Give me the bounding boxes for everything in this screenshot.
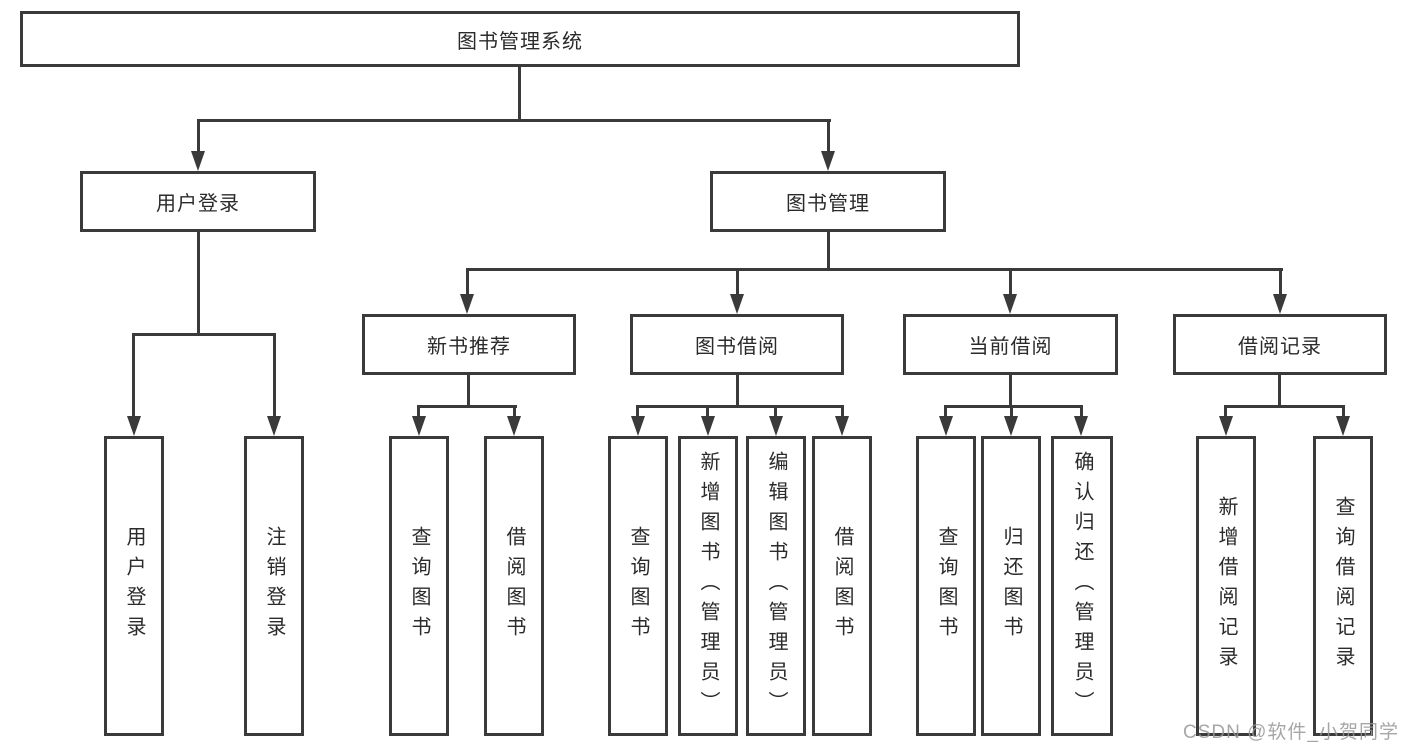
node-root: 图书管理系统 xyxy=(20,11,1020,67)
arrowhead-icon xyxy=(939,416,953,436)
arrowhead-icon xyxy=(412,416,426,436)
leaf-borrow-books: 借阅图书 xyxy=(812,436,872,736)
connector-line xyxy=(513,405,516,419)
leaf-add-books-admin: 新增图书（管理员） xyxy=(678,436,738,736)
arrowhead-icon xyxy=(730,294,744,314)
connector-line xyxy=(827,231,830,271)
connector-line xyxy=(1224,405,1227,419)
arrowhead-icon xyxy=(1004,416,1018,436)
leaf-query-borrow-record: 查询借阅记录 xyxy=(1313,436,1373,736)
connector-line xyxy=(1080,405,1083,419)
node-new-book-recommend: 新书推荐 xyxy=(362,314,576,375)
connector-line xyxy=(636,405,639,419)
connector-line xyxy=(197,119,831,122)
connector-line xyxy=(467,374,470,408)
leaf-confirm-return-admin: 确认归还（管理员） xyxy=(1051,436,1113,736)
connector-line xyxy=(132,333,135,418)
node-book-borrowing: 图书借阅 xyxy=(630,314,844,375)
connector-line xyxy=(774,405,777,419)
connector-line xyxy=(944,405,1083,408)
arrowhead-icon xyxy=(821,151,835,171)
connector-line xyxy=(736,268,739,296)
arrowhead-icon xyxy=(701,416,715,436)
leaf-borrow-books-recommend: 借阅图书 xyxy=(484,436,544,736)
connector-line xyxy=(1224,405,1345,408)
node-borrowing-records: 借阅记录 xyxy=(1173,314,1387,375)
connector-line xyxy=(466,268,1283,271)
leaf-user-login: 用户登录 xyxy=(104,436,164,736)
connector-line xyxy=(1010,405,1013,419)
connector-line xyxy=(417,405,517,408)
connector-line xyxy=(944,405,947,419)
arrowhead-icon xyxy=(267,416,281,436)
arrowhead-icon xyxy=(1336,416,1350,436)
connector-line xyxy=(736,374,739,408)
arrowhead-icon xyxy=(127,416,141,436)
connector-line xyxy=(197,231,200,336)
arrowhead-icon xyxy=(769,416,783,436)
leaf-add-borrow-record: 新增借阅记录 xyxy=(1196,436,1256,736)
arrowhead-icon xyxy=(507,416,521,436)
leaf-query-books-recommend: 查询图书 xyxy=(389,436,449,736)
leaf-query-books-borrowing: 查询图书 xyxy=(608,436,668,736)
connector-line xyxy=(1278,374,1281,408)
connector-line xyxy=(1342,405,1345,419)
node-user-login: 用户登录 xyxy=(80,171,316,232)
arrowhead-icon xyxy=(460,294,474,314)
connector-line xyxy=(1009,374,1012,408)
watermark: CSDN @软件_小贺同学 xyxy=(1183,722,1399,743)
arrowhead-icon xyxy=(1273,294,1287,314)
connector-line xyxy=(132,333,276,336)
arrowhead-icon xyxy=(835,416,849,436)
connector-line xyxy=(417,405,420,419)
connector-line xyxy=(636,405,844,408)
connector-line xyxy=(273,333,276,418)
connector-line xyxy=(1279,268,1282,296)
arrowhead-icon xyxy=(191,151,205,171)
arrowhead-icon xyxy=(1003,294,1017,314)
arrowhead-icon xyxy=(631,416,645,436)
connector-line xyxy=(466,268,469,296)
leaf-query-books-current: 查询图书 xyxy=(916,436,976,736)
connector-line xyxy=(706,405,709,419)
arrowhead-icon xyxy=(1074,416,1088,436)
connector-line xyxy=(197,119,200,153)
connector-line xyxy=(518,67,521,121)
node-current-borrowing: 当前借阅 xyxy=(903,314,1118,375)
connector-line xyxy=(841,405,844,419)
leaf-edit-books-admin: 编辑图书（管理员） xyxy=(746,436,806,736)
connector-line xyxy=(1009,268,1012,296)
arrowhead-icon xyxy=(1219,416,1233,436)
node-book-management: 图书管理 xyxy=(710,171,946,232)
leaf-logout: 注销登录 xyxy=(244,436,304,736)
connector-line xyxy=(827,119,830,153)
leaf-return-books: 归还图书 xyxy=(981,436,1041,736)
